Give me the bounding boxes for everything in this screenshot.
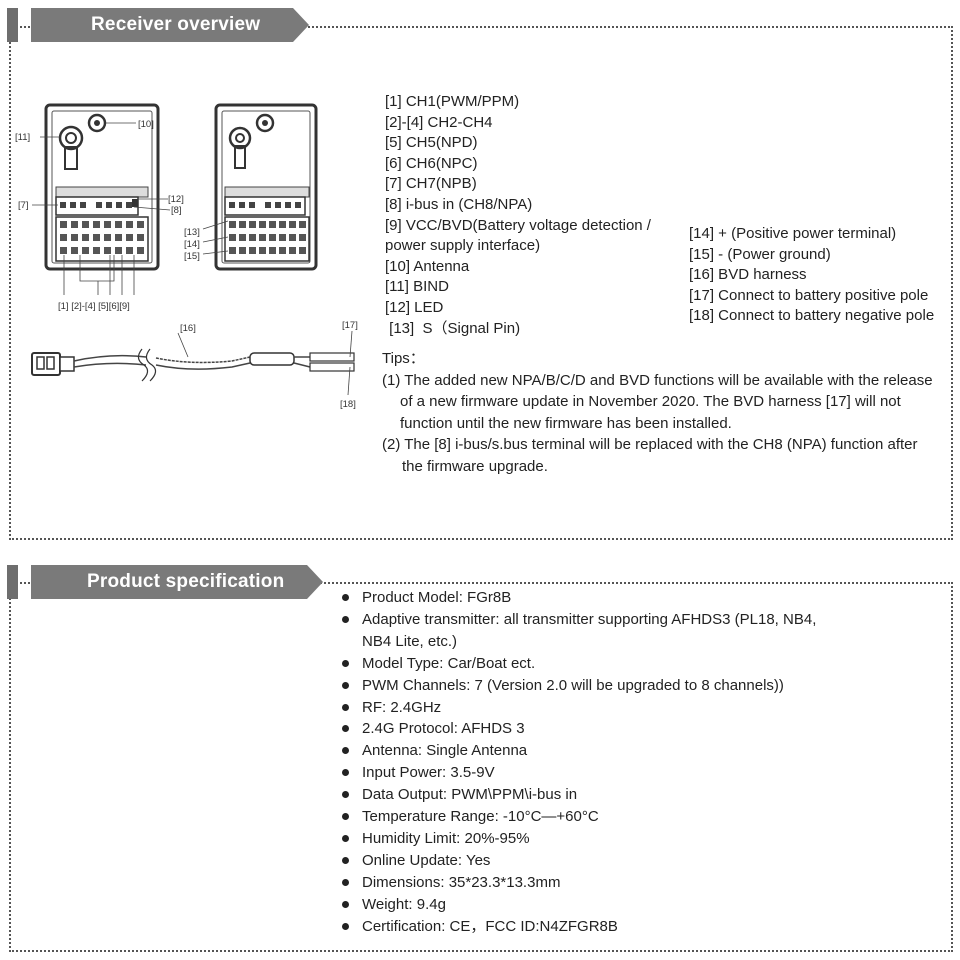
spec-item-line: NB4 Lite, etc.) xyxy=(362,632,458,650)
tip-1-line-3: function until the new firmware has been… xyxy=(400,414,732,432)
legend-item: [12] LED xyxy=(385,298,444,316)
legend-item: [2]-[4] CH2-CH4 xyxy=(385,113,493,131)
legend-item: [1] CH1(PWM/PPM) xyxy=(385,93,520,110)
label-8: [8] xyxy=(171,205,182,216)
label-bottom: [1] [2]-[4] [5][6][9] xyxy=(58,301,130,312)
spec-item: Data Output: PWM\PPM\i-bus in xyxy=(340,784,816,806)
led-icon xyxy=(132,199,138,207)
spec-header: Product specification xyxy=(7,565,323,599)
spec-item: Humidity Limit: 20%-95% xyxy=(340,828,816,850)
power-pins xyxy=(60,221,144,254)
connector-plug-icon xyxy=(31,352,61,376)
spec-item: Dimensions: 35*23.3*13.3mm xyxy=(340,872,816,894)
header-accent xyxy=(7,8,18,42)
legend-item: [11] BIND xyxy=(385,278,449,296)
legend-item: [14] + (Positive power terminal) xyxy=(689,225,897,242)
legend-left: [1] CH1(PWM/PPM) [2]-[4] CH2-CH4 [5] CH5… xyxy=(385,92,651,339)
spec-item: Weight: 9.4g xyxy=(340,894,816,916)
legend-right: [14] + (Positive power terminal) [15] - … xyxy=(689,224,934,327)
label-12: [12] xyxy=(168,194,184,205)
spec-item: RF: 2.4GHz xyxy=(340,697,816,719)
antenna-post-icon xyxy=(87,113,107,133)
receiver-back-view: [13] [14] [15] xyxy=(184,103,318,271)
tips-block: Tips： (1) The added new NPA/B/C/D and BV… xyxy=(382,348,933,478)
spec-item: Model Type: Car/Boat ect. xyxy=(340,653,816,675)
label-18: [18] xyxy=(340,399,356,410)
legend-item: [16] BVD harness xyxy=(689,266,807,284)
tip-1-line-2: of a new firmware update in November 202… xyxy=(400,393,901,411)
spec-title: Product specification xyxy=(31,565,323,599)
spec-item: 2.4G Protocol: AFHDS 3 xyxy=(340,718,816,740)
tip-1-line-1: (1) The added new NPA/B/C/D and BVD func… xyxy=(382,371,933,389)
spec-section xyxy=(9,582,953,952)
label-13: [13] xyxy=(184,227,200,238)
legend-item: [15] - (Power ground) xyxy=(689,245,831,263)
label-16: [16] xyxy=(180,323,196,334)
spec-list: Product Model: FGr8B Adaptive transmitte… xyxy=(340,587,816,938)
spec-item: Product Model: FGr8B xyxy=(340,587,816,609)
spec-item: Certification: CE，FCC ID:N4ZFGR8B xyxy=(340,916,816,938)
tips-heading: Tips： xyxy=(382,350,425,367)
spec-item: Input Power: 3.5-9V xyxy=(340,762,816,784)
overview-title: Receiver overview xyxy=(31,8,309,42)
legend-item: [7] CH7(NPB) xyxy=(385,175,477,193)
legend-item: [8] i-bus in (CH8/NPA) xyxy=(385,195,533,213)
bvd-harness: [16] [17] [18] xyxy=(31,320,358,410)
legend-item: [5] CH5(NPD) xyxy=(385,134,478,152)
overview-section xyxy=(9,26,953,540)
signal-pins xyxy=(60,202,132,208)
receiver-diagram: [11] [10] [7] [12] [8] [1] [2]-[4] [5][6… xyxy=(15,103,358,410)
legend-item: [13] S（Signal Pin) xyxy=(385,319,521,337)
legend-item: [10] Antenna xyxy=(385,257,470,275)
spec-item: Adaptive transmitter: all transmitter su… xyxy=(340,609,816,653)
spec-item-line: Adaptive transmitter: all transmitter su… xyxy=(362,610,817,628)
bind-button-icon xyxy=(58,125,84,151)
label-15: [15] xyxy=(184,251,200,262)
spec-item: Online Update: Yes xyxy=(340,850,816,872)
receiver-front-view: [11] [10] [7] [12] [8] [1] [2]-[4] [5][6… xyxy=(15,103,184,312)
label-11: [11] xyxy=(15,132,30,143)
header-accent xyxy=(7,565,18,599)
tip-2-line-2: the firmware upgrade. xyxy=(402,457,548,475)
spec-item: PWM Channels: 7 (Version 2.0 will be upg… xyxy=(340,675,816,697)
label-10: [10] xyxy=(138,119,154,130)
legend-item: [17] Connect to battery positive pole xyxy=(689,286,929,304)
label-14: [14] xyxy=(184,239,200,250)
spec-item: Antenna: Single Antenna xyxy=(340,740,816,762)
tip-2-line-1: (2) The [8] i-bus/s.bus terminal will be… xyxy=(382,436,918,454)
label-17: [17] xyxy=(342,320,358,331)
spec-item: Temperature Range: -10°C—+60°C xyxy=(340,806,816,828)
label-7: [7] xyxy=(18,200,29,211)
legend-item: power supply interface) xyxy=(385,237,541,255)
overview-header: Receiver overview xyxy=(7,8,309,42)
legend-item: [18] Connect to battery negative pole xyxy=(689,307,935,325)
legend-item: [6] CH6(NPC) xyxy=(385,154,478,172)
legend-item: [9] VCC/BVD(Battery voltage detection / xyxy=(385,216,651,234)
